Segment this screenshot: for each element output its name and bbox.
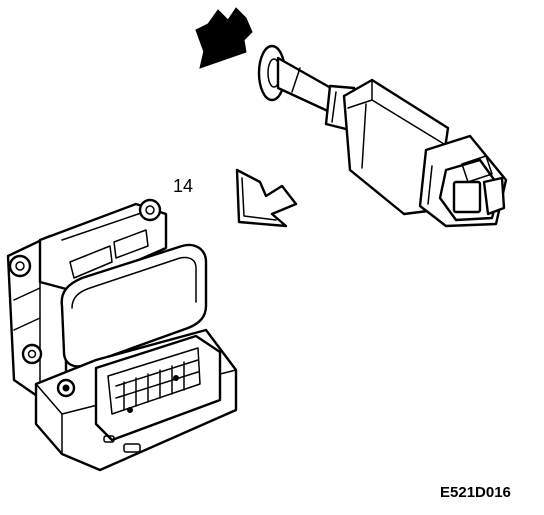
switch-assembly	[257, 44, 508, 228]
removal-direction-arrow-icon	[195, 7, 253, 69]
installation-direction-arrow-icon	[235, 168, 298, 228]
figure-code: E521D016	[440, 484, 511, 501]
callout-number: 14	[173, 176, 194, 196]
control-module-assembly	[6, 198, 238, 472]
